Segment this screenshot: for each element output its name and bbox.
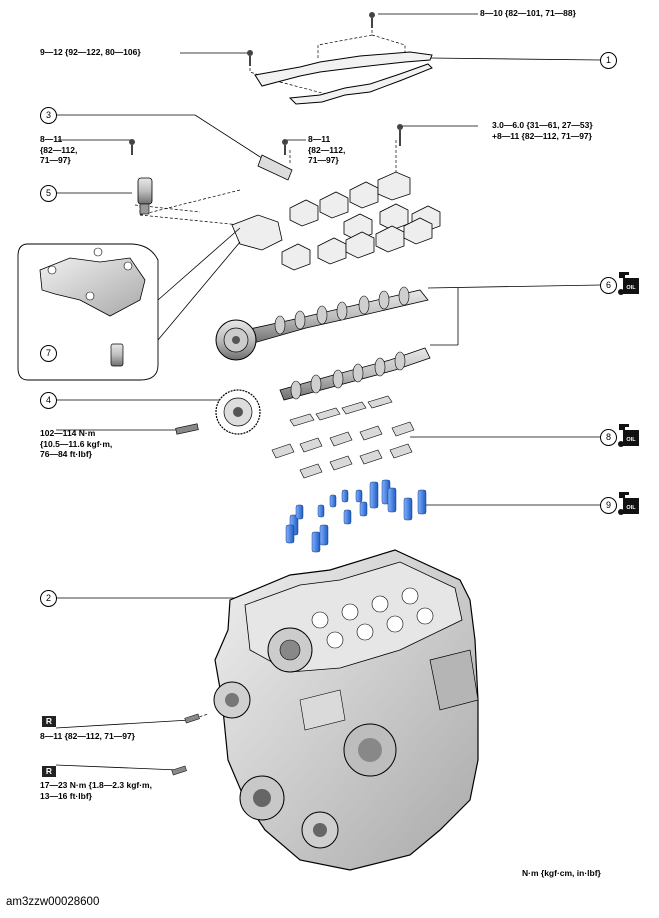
rocker-arms <box>271 395 415 479</box>
torque-label-sprocket-bolt: 102—114 N·m {10.5—11.6 kgf·m, 76—84 ft·l… <box>40 428 112 460</box>
callout-5: 5 <box>40 185 57 202</box>
torque-line: {10.5—11.6 kgf·m, <box>40 438 113 449</box>
torque-line: 102—114 N·m <box>40 428 96 438</box>
torque-label-ocv-bolt: 8—11 {82—112, 71—97} <box>40 134 77 166</box>
callout-8: 8 <box>600 429 617 446</box>
torque-line: {82—112, <box>308 144 346 155</box>
hydraulic-lash-adjusters <box>285 479 427 553</box>
engine-assembly <box>171 549 479 871</box>
figure-id: am3zzw00028600 <box>6 896 100 908</box>
torque-line: 71—97} <box>40 155 71 165</box>
torque-label-top: 8—10 {82—101, 71—88} <box>480 8 576 18</box>
callout-2: 2 <box>40 590 57 607</box>
callout-6: 6 <box>600 277 617 294</box>
torque-label-pulley-bolt: 17—23 N·m {1.8—2.3 kgf·m, 13—16 ft·lbf} <box>40 780 152 801</box>
upper-rail <box>254 51 433 105</box>
callout-1: 1 <box>600 52 617 69</box>
callout-3: 3 <box>40 107 57 124</box>
torque-line: 3.0—6.0 {31—61, 27—53} <box>492 120 593 130</box>
unit-note: N·m {kgf·cm, in·lbf} <box>522 868 601 878</box>
torque-line: 8—11 <box>308 134 331 144</box>
oil-can-icon: OIL <box>617 490 641 516</box>
oil-text: OIL <box>626 505 636 511</box>
torque-line: 71—97} <box>308 155 339 165</box>
torque-line: 17—23 N·m {1.8—2.3 kgf·m, <box>40 780 152 790</box>
oil-control-bracket <box>257 154 293 181</box>
torque-label-bracket-bolt: 8—11 {82—112, 71—97} <box>308 134 345 166</box>
oil-text: OIL <box>626 285 636 291</box>
callout-7: 7 <box>40 345 57 362</box>
torque-label-rail-bolt: 9—12 {92—122, 80—106} <box>40 47 141 57</box>
replace-badge: R <box>42 766 56 777</box>
torque-line: 8—11 <box>40 134 63 144</box>
replace-badge: R <box>42 716 56 727</box>
torque-line: 76—84 ft·lbf} <box>40 449 92 459</box>
callout-9: 9 <box>600 497 617 514</box>
oil-can-icon: OIL <box>617 422 641 448</box>
bolt-heads-top <box>129 12 403 155</box>
torque-label-block-bolt: 8—11 {82—112, 71—97} <box>40 731 135 741</box>
oil-can-icon: OIL <box>617 270 641 296</box>
camshaft-caps <box>231 171 441 271</box>
torque-line: +8—11 {82—112, 71—97} <box>492 130 592 141</box>
oil-text: OIL <box>626 437 636 443</box>
callout-4: 4 <box>40 392 57 409</box>
torque-label-cap-bolt: 3.0—6.0 {31—61, 27—53} +8—11 {82—112, 71… <box>492 120 593 141</box>
torque-line: {82—112, <box>40 144 78 155</box>
oil-control-valve <box>137 177 153 215</box>
camshafts <box>175 286 431 435</box>
torque-line: 13—16 ft·lbf} <box>40 790 92 801</box>
